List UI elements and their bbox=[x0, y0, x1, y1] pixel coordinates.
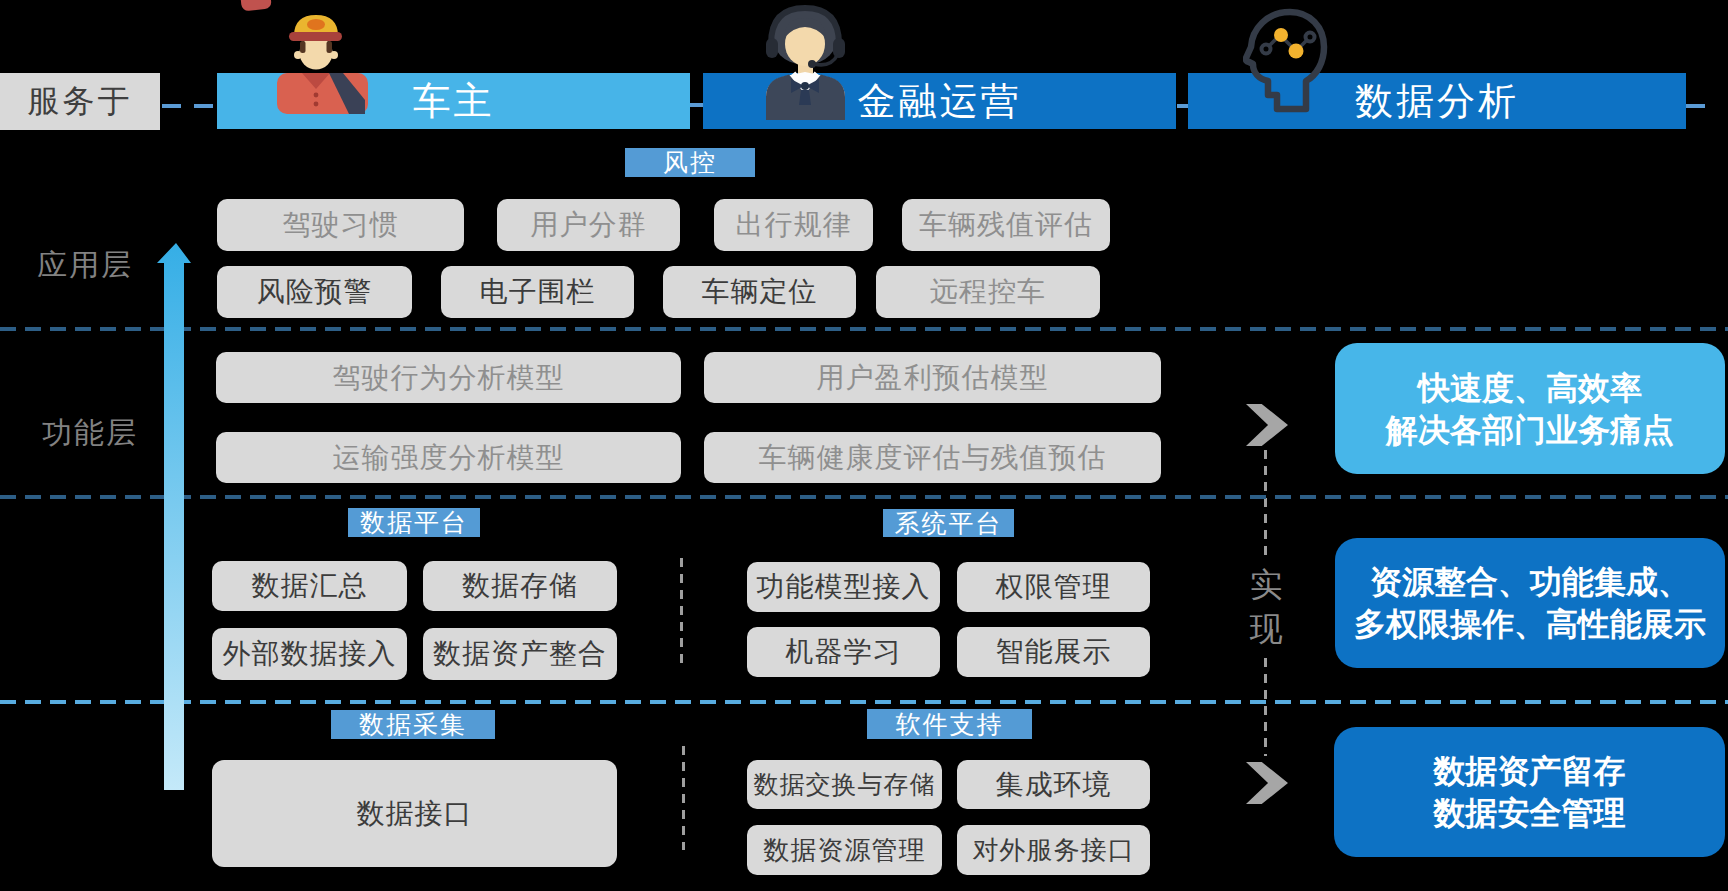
func-btn-transport-intensity-model[interactable]: 运输强度分析模型 bbox=[216, 432, 681, 483]
support-agent-icon bbox=[758, 2, 853, 120]
divider-platform bbox=[680, 558, 683, 664]
platform-btn-data-asset-integration[interactable]: 数据资产整合 bbox=[423, 628, 617, 680]
separator-2 bbox=[0, 495, 1728, 499]
software-btn-external-service-interface[interactable]: 对外服务接口 bbox=[957, 825, 1150, 875]
collection-btn-data-interface[interactable]: 数据接口 bbox=[212, 760, 617, 867]
app-btn-vehicle-location[interactable]: 车辆定位 bbox=[663, 266, 856, 318]
software-btn-data-exchange-storage[interactable]: 数据交换与存储 bbox=[747, 760, 942, 809]
app-btn-remote-control[interactable]: 远程控车 bbox=[876, 266, 1100, 318]
software-btn-integration-environment[interactable]: 集成环境 bbox=[957, 760, 1150, 809]
chevron-right-icon-1 bbox=[1246, 404, 1288, 446]
outcome-1-line-1: 快速度、高效率 bbox=[1418, 367, 1642, 409]
app-btn-travel-patterns[interactable]: 出行规律 bbox=[714, 199, 873, 251]
tag-risk-control: 风控 bbox=[625, 148, 755, 177]
tag-system-platform: 系统平台 bbox=[883, 509, 1014, 537]
analytics-head-icon bbox=[1243, 5, 1328, 115]
connector-dash-3 bbox=[1177, 104, 1188, 108]
up-arrow bbox=[155, 241, 195, 792]
platform-btn-data-summary[interactable]: 数据汇总 bbox=[212, 561, 407, 611]
platform-btn-smart-display[interactable]: 智能展示 bbox=[957, 627, 1150, 677]
platform-btn-machine-learning[interactable]: 机器学习 bbox=[747, 627, 940, 677]
software-btn-data-resource-management[interactable]: 数据资源管理 bbox=[747, 825, 942, 875]
outcome-2-line-1: 资源整合、功能集成、 bbox=[1370, 561, 1690, 603]
outcome-box-3: 数据资产留存 数据安全管理 bbox=[1334, 727, 1725, 857]
tag-software-support: 软件支持 bbox=[867, 709, 1032, 739]
outcome-2-line-2: 多权限操作、高性能展示 bbox=[1354, 603, 1706, 645]
app-btn-user-segmentation[interactable]: 用户分群 bbox=[497, 199, 680, 251]
func-btn-driving-behavior-model[interactable]: 驾驶行为分析模型 bbox=[216, 352, 681, 403]
app-btn-driving-habits[interactable]: 驾驶习惯 bbox=[217, 199, 464, 251]
outcome-3-line-2: 数据安全管理 bbox=[1434, 792, 1626, 834]
platform-btn-data-storage[interactable]: 数据存储 bbox=[423, 561, 617, 611]
realize-char-1: 实 bbox=[1249, 563, 1283, 607]
platform-btn-permission-management[interactable]: 权限管理 bbox=[957, 562, 1150, 612]
serve-label-box: 服务于 bbox=[0, 73, 160, 130]
func-btn-user-profit-model[interactable]: 用户盈利预估模型 bbox=[704, 352, 1161, 403]
layer-label-application: 应用层 bbox=[37, 245, 133, 286]
outcome-box-2: 资源整合、功能集成、 多权限操作、高性能展示 bbox=[1335, 538, 1725, 668]
realize-dash-top bbox=[1264, 450, 1267, 560]
realize-label: 实 现 bbox=[1249, 563, 1283, 651]
platform-btn-function-model-access[interactable]: 功能模型接入 bbox=[747, 562, 940, 612]
connector-dash-1 bbox=[162, 104, 217, 108]
app-btn-risk-warning[interactable]: 风险预警 bbox=[217, 266, 412, 318]
separator-1 bbox=[0, 327, 1728, 331]
platform-btn-external-data-access[interactable]: 外部数据接入 bbox=[212, 628, 407, 680]
separator-3 bbox=[0, 700, 1728, 704]
tag-data-collection: 数据采集 bbox=[331, 710, 495, 739]
outcome-box-1: 快速度、高效率 解决各部门业务痛点 bbox=[1335, 343, 1725, 474]
tag-data-platform: 数据平台 bbox=[348, 508, 480, 537]
app-btn-residual-value[interactable]: 车辆残值评估 bbox=[902, 199, 1110, 251]
outcome-3-line-1: 数据资产留存 bbox=[1434, 750, 1626, 792]
realize-dash-bottom bbox=[1264, 658, 1267, 756]
realize-char-2: 现 bbox=[1249, 607, 1283, 651]
func-btn-vehicle-health-model[interactable]: 车辆健康度评估与残值预估 bbox=[704, 432, 1161, 483]
divider-software bbox=[682, 746, 685, 850]
connector-dash-4 bbox=[1686, 104, 1716, 108]
outcome-1-line-2: 解决各部门业务痛点 bbox=[1386, 409, 1674, 451]
driver-icon bbox=[238, 0, 370, 114]
chevron-right-icon-2 bbox=[1246, 762, 1288, 804]
layer-label-function: 功能层 bbox=[42, 413, 138, 454]
app-btn-electronic-fence[interactable]: 电子围栏 bbox=[441, 266, 634, 318]
connector-dash-2 bbox=[690, 103, 703, 107]
